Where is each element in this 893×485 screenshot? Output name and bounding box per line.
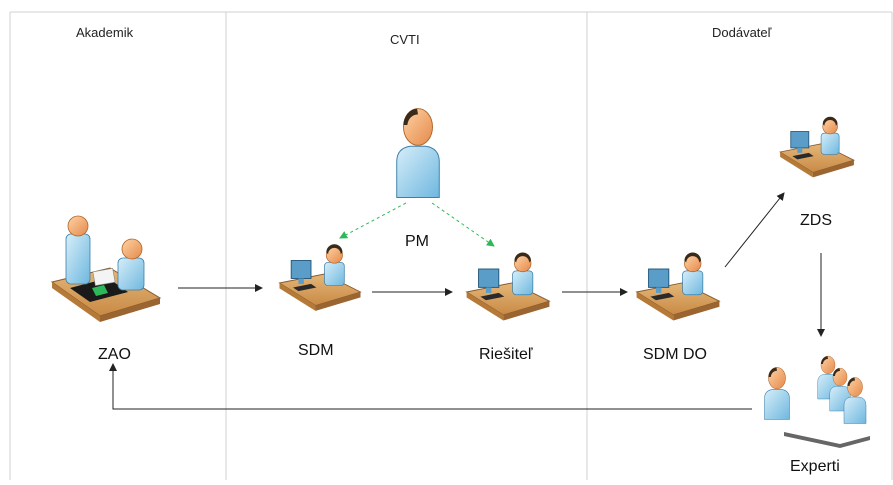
node-label-sdm: SDM bbox=[298, 342, 334, 359]
flow-arrows bbox=[109, 192, 825, 410]
node-riesitel-icon bbox=[466, 251, 550, 321]
node-label-zao: ZAO bbox=[98, 346, 131, 363]
node-sdm-icon bbox=[279, 243, 361, 312]
arrow-pm-sdm bbox=[339, 202, 407, 239]
swimlane-borders bbox=[9, 11, 893, 480]
node-label-zds: ZDS bbox=[800, 212, 832, 229]
node-sdmdo-icon bbox=[636, 251, 720, 321]
node-zds-icon bbox=[779, 116, 855, 178]
node-zao-icon bbox=[50, 215, 162, 322]
node-label-pm: PM bbox=[405, 233, 429, 250]
lane-title-dodavatel: Dodávateľ bbox=[712, 25, 772, 40]
node-pm-icon bbox=[396, 108, 440, 198]
arrow-pm-riesitel bbox=[431, 202, 495, 247]
arrow-experti-zao bbox=[109, 363, 752, 410]
node-experti-icon bbox=[764, 355, 870, 448]
lane-title-cvti: CVTI bbox=[390, 32, 420, 47]
lane-title-akademik: Akademik bbox=[76, 25, 134, 40]
arrow-sdmdo-zds bbox=[724, 192, 785, 268]
node-label-riesitel: Riešiteľ bbox=[479, 346, 533, 363]
node-label-experti: Experti bbox=[790, 458, 840, 475]
node-label-sdm-do: SDM DO bbox=[643, 346, 707, 363]
